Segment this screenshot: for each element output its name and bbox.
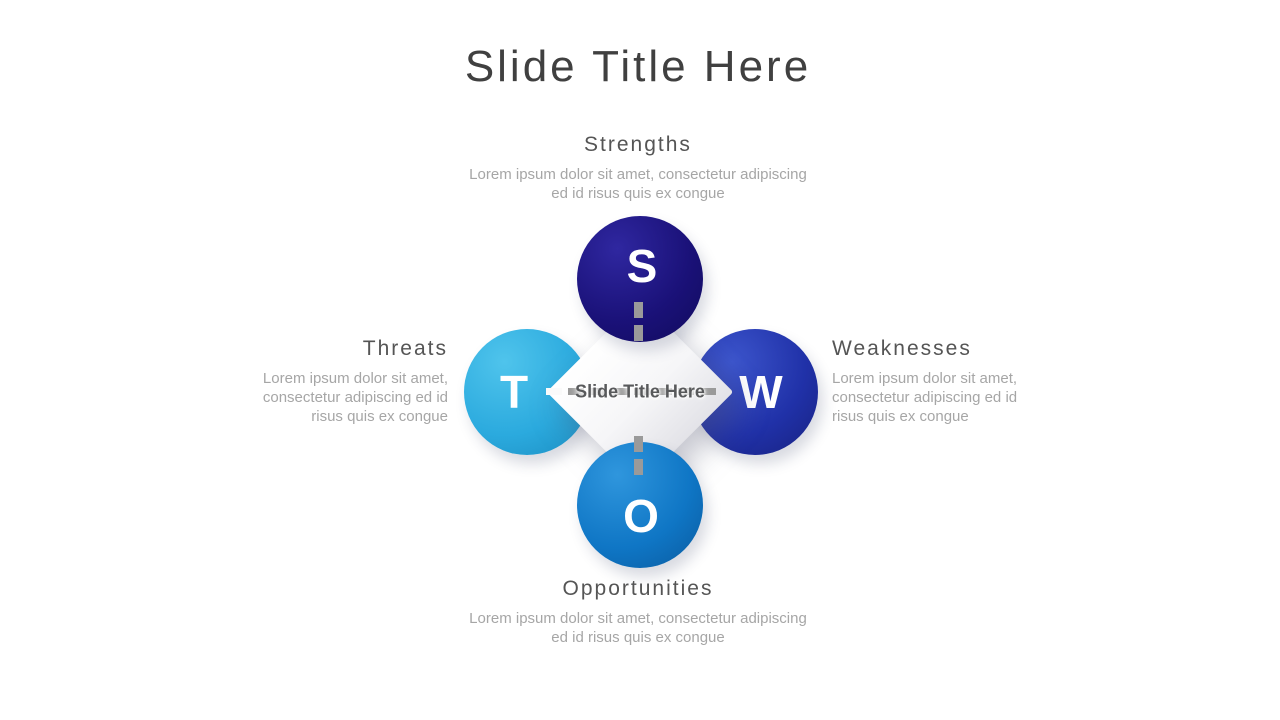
opportunities-section: Opportunities Lorem ipsum dolor sit amet…: [448, 577, 828, 647]
slide-title: Slide Title Here: [464, 42, 812, 91]
strengths-heading: Strengths: [584, 133, 692, 156]
strengths-body: Lorem ipsum dolor sit amet, consectetur …: [469, 166, 807, 202]
connector-dash: [634, 325, 643, 341]
strengths-letter: S: [626, 240, 658, 292]
connector-dash: [568, 388, 584, 395]
center-label: Slide Title Here: [575, 381, 705, 402]
opportunities-letter: O: [623, 490, 659, 542]
weaknesses-heading: Weaknesses: [832, 337, 972, 360]
threats-letter: T: [499, 366, 529, 418]
connector-dash: [678, 388, 694, 395]
weaknesses-body: Lorem ipsum dolor sit amet, consectetur …: [832, 370, 1018, 425]
weaknesses-letter: W: [739, 366, 783, 418]
connector-dash: [546, 388, 562, 395]
connector-dash: [634, 388, 650, 395]
connector-dash: [634, 302, 643, 318]
connector-dash: [634, 436, 643, 452]
weaknesses-section: Weaknesses Lorem ipsum dolor sit amet, c…: [832, 337, 1044, 426]
connector-dash: [656, 388, 672, 395]
threats-body: Lorem ipsum dolor sit amet, consectetur …: [262, 370, 448, 425]
connector-dash: [612, 388, 628, 395]
strengths-circle: S: [577, 216, 703, 342]
strengths-section: Strengths Lorem ipsum dolor sit amet, co…: [448, 133, 828, 203]
connector-dash: [590, 388, 606, 395]
connector-dash: [700, 388, 716, 395]
opportunities-body: Lorem ipsum dolor sit amet, consectetur …: [469, 610, 807, 646]
threats-section: Threats Lorem ipsum dolor sit amet, cons…: [236, 337, 448, 426]
connector-dash: [634, 459, 643, 475]
threats-heading: Threats: [362, 337, 448, 360]
opportunities-heading: Opportunities: [562, 577, 714, 600]
